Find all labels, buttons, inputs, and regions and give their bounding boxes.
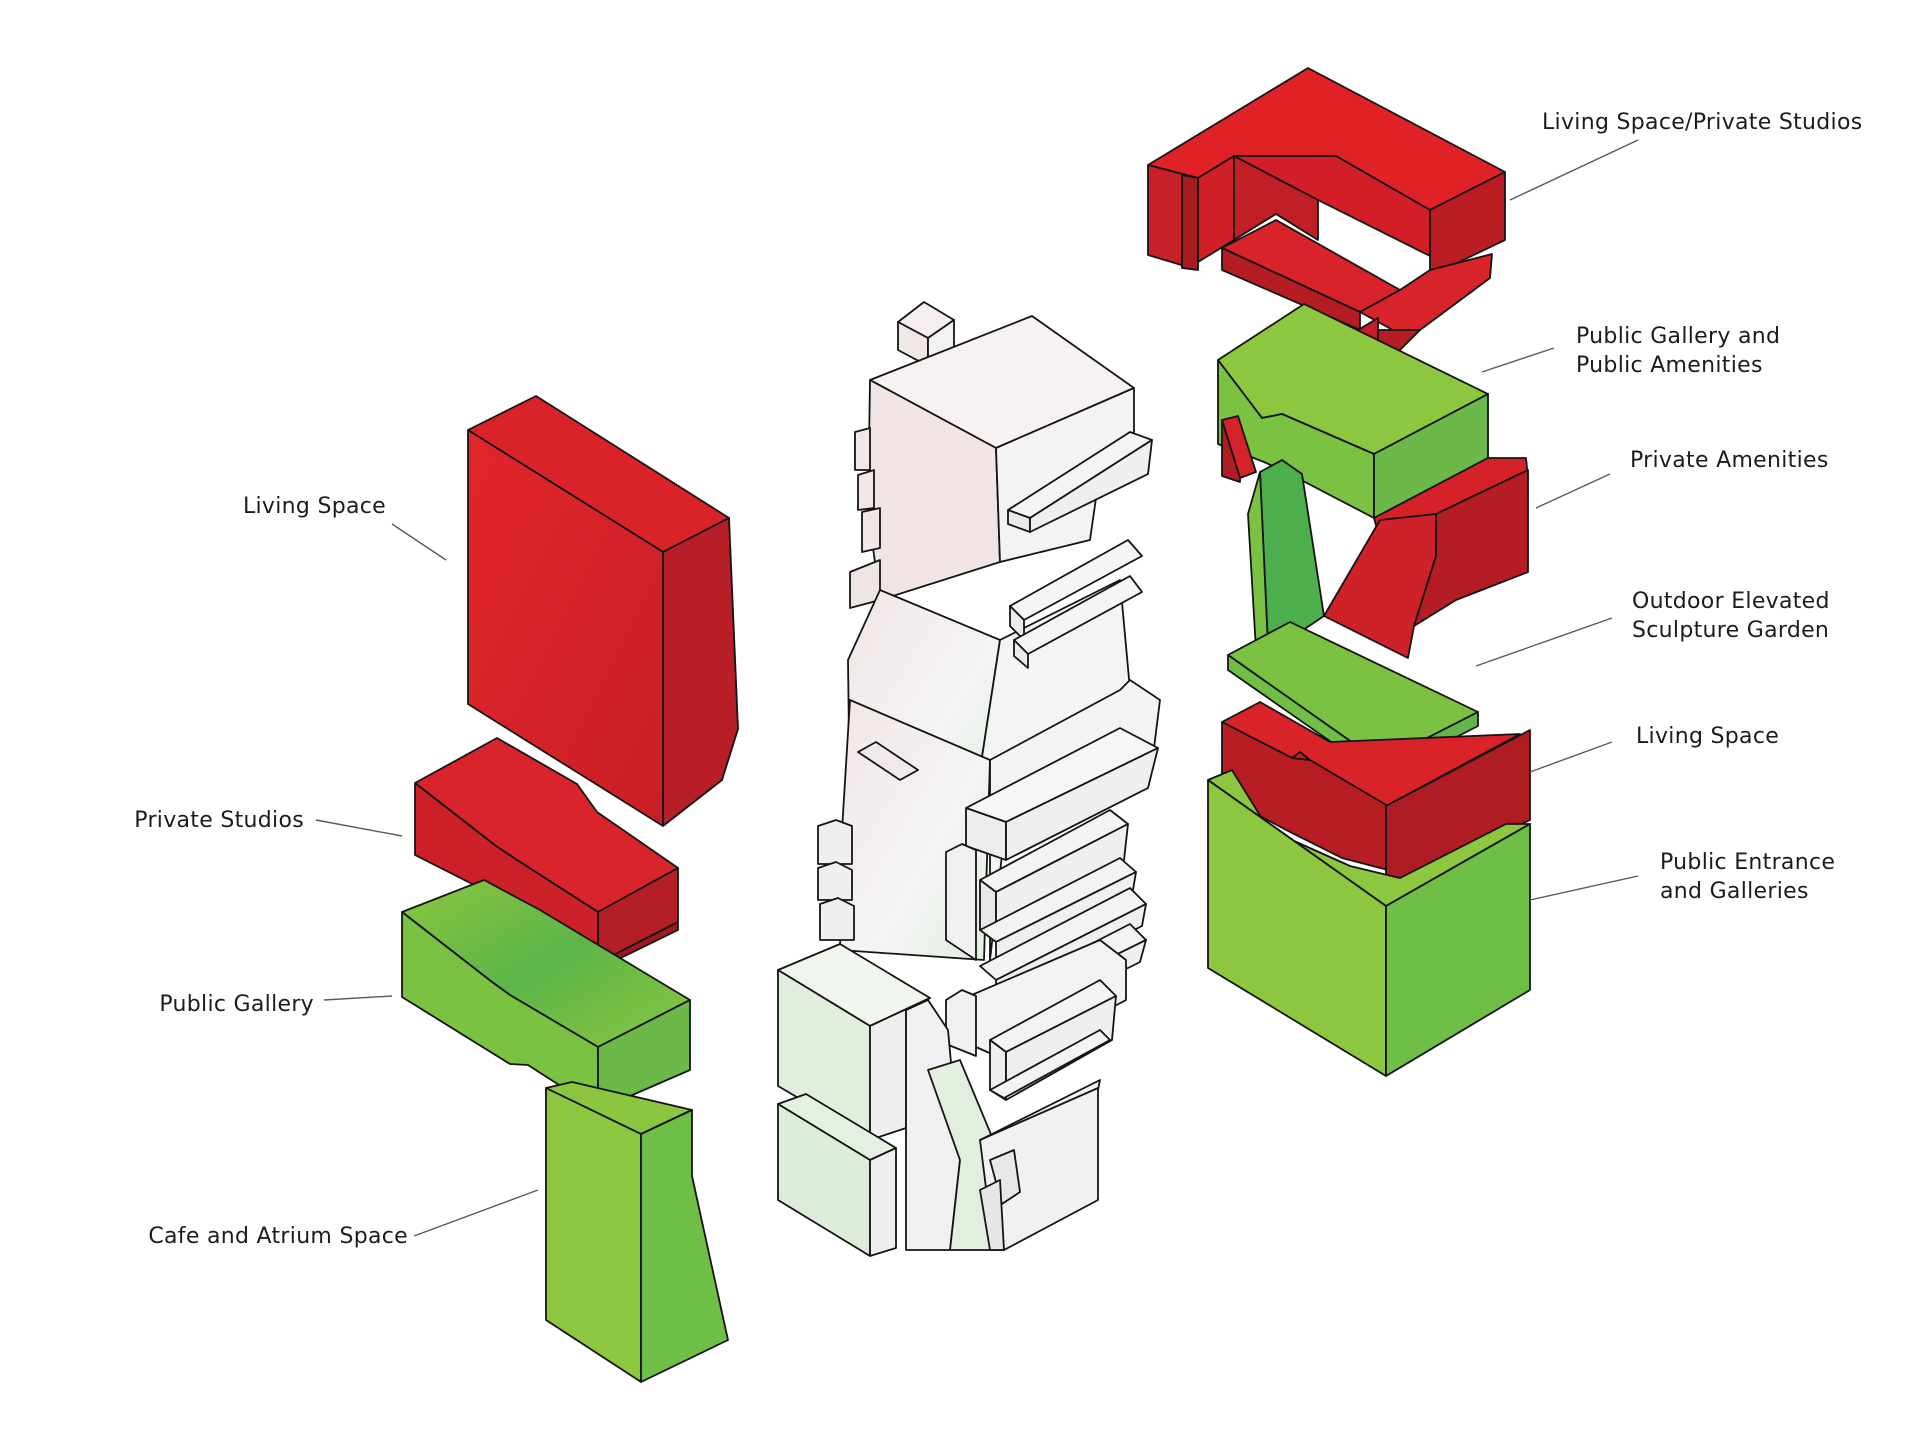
leader-left-public-gallery [323, 995, 393, 1001]
leader-right-private-amenities [1535, 473, 1611, 509]
label-text: Living Space/Private Studios [1542, 110, 1863, 135]
leader-right-living-private-studios [1509, 139, 1639, 201]
label-text-line-2: Public Amenities [1576, 353, 1763, 378]
right-living-space-block [1221, 701, 1531, 891]
label-text-line-2: and Galleries [1660, 879, 1809, 904]
left-living-space-block [467, 395, 739, 827]
label-text: Living Space [1636, 724, 1780, 749]
leader-left-private-studios [315, 819, 403, 837]
label-text: Cafe and Atrium Space [148, 1224, 408, 1249]
label-left-private-studios: Private Studios [84, 806, 304, 835]
leader-right-living-space [1529, 741, 1613, 773]
label-left-public-gallery: Public Gallery [90, 990, 314, 1019]
label-right-public-gallery-amenities: Public Gallery and Public Amenities [1576, 322, 1780, 380]
leader-right-public-entrance [1529, 875, 1639, 901]
label-left-living-space: Living Space [186, 492, 386, 521]
label-text: Public Gallery [159, 992, 314, 1017]
left-cafe-atrium-block [545, 1081, 729, 1383]
label-right-outdoor-sculpture-garden: Outdoor Elevated Sculpture Garden [1632, 587, 1830, 645]
label-right-public-entrance-galleries: Public Entrance and Galleries [1660, 848, 1835, 906]
leader-lines [315, 139, 1639, 1237]
leader-left-cafe-atrium [413, 1189, 539, 1237]
label-text: Private Studios [134, 808, 304, 833]
central-core-massing [777, 301, 1161, 1257]
label-text-line-1: Outdoor Elevated [1632, 589, 1830, 614]
label-left-cafe-atrium: Cafe and Atrium Space [60, 1222, 408, 1251]
label-text-line-1: Public Entrance [1660, 850, 1836, 875]
label-right-living-space: Living Space [1636, 722, 1779, 751]
leader-right-outdoor-garden [1475, 617, 1613, 667]
left-public-gallery-block [401, 879, 691, 1111]
leader-right-public-gallery [1481, 347, 1555, 373]
label-right-living-private-studios: Living Space/Private Studios [1542, 108, 1862, 137]
label-text-line-1: Public Gallery and [1576, 324, 1781, 349]
right-private-amenities-block [1221, 415, 1529, 659]
label-text: Living Space [242, 494, 386, 519]
label-text-line-2: Sculpture Garden [1632, 618, 1830, 643]
leader-left-living-space [391, 523, 447, 561]
right-public-entrance-galleries-block [1207, 769, 1531, 1077]
label-text: Private Amenities [1630, 448, 1829, 473]
label-right-private-amenities: Private Amenities [1630, 446, 1829, 475]
